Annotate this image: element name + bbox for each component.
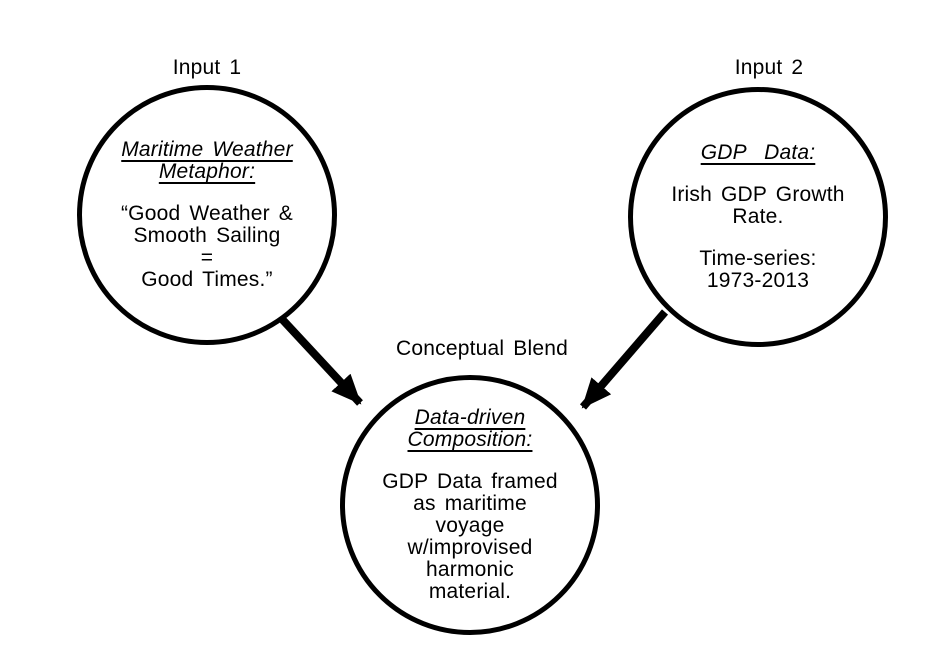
input1-circle: Maritime Weather Metaphor: “Good Weather… (77, 85, 337, 345)
input2-title: GDP Data: (700, 141, 816, 164)
input2-body2: Time-series: 1973-2013 (699, 247, 817, 292)
blend-content: Data-driven Composition: GDP Data framed… (382, 407, 558, 603)
input1-title: Maritime Weather Metaphor: (121, 138, 293, 183)
arrow-input1-to-blend-icon (278, 315, 363, 406)
input1-label: Input 1 (172, 56, 242, 79)
input2-circle: GDP Data: Irish GDP Growth Rate. Time-se… (628, 87, 888, 347)
input2-label: Input 2 (734, 56, 804, 79)
input1-body: “Good Weather & Smooth Sailing = Good Ti… (120, 202, 294, 291)
blend-body: GDP Data framed as maritime voyage w/imp… (382, 470, 558, 603)
blend-title: Data-driven Composition: (407, 406, 533, 451)
blend-circle: Data-driven Composition: GDP Data framed… (340, 375, 600, 635)
blend-label: Conceptual Blend (396, 337, 568, 360)
input2-content: GDP Data: Irish GDP Growth Rate. Time-se… (671, 142, 844, 292)
input1-content: Maritime Weather Metaphor: “Good Weather… (121, 139, 293, 291)
input2-body: Irish GDP Growth Rate. (671, 183, 845, 228)
